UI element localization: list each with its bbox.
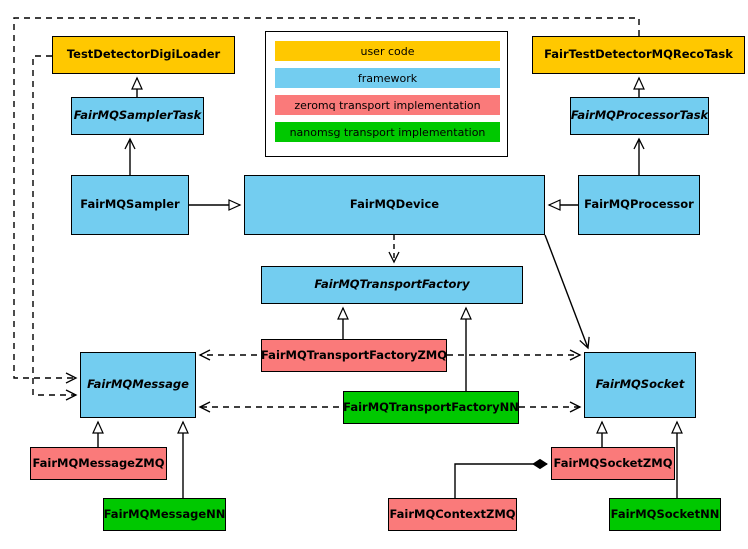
class-node-fairmqsocket[interactable]: FairMQSocket (584, 352, 696, 418)
class-node-fairmqsampler[interactable]: FairMQSampler (71, 175, 189, 235)
class-node-fairmqtransportfactory[interactable]: FairMQTransportFactory (261, 266, 523, 304)
class-node-fairmqprocessortask[interactable]: FairMQProcessorTask (570, 97, 709, 135)
legend-item-framework: framework (275, 68, 500, 88)
legend-item-nanomsg: nanomsg transport implementation (275, 122, 500, 142)
class-node-testdetectordigiloader[interactable]: TestDetectorDigiLoader (52, 36, 235, 74)
class-node-fairmqtransportfactoryzmq[interactable]: FairMQTransportFactoryZMQ (261, 339, 447, 372)
class-node-fairmqmessage[interactable]: FairMQMessage (80, 352, 196, 418)
class-node-fairmqsocketnn[interactable]: FairMQSocketNN (609, 498, 721, 531)
legend-panel: user code framework zeromq transport imp… (265, 31, 508, 157)
legend-item-zeromq: zeromq transport implementation (275, 95, 500, 115)
legend-item-user-code: user code (275, 41, 500, 61)
class-node-fairmqdevice[interactable]: FairMQDevice (244, 175, 545, 235)
class-node-fairtestdetectormqrecotask[interactable]: FairTestDetectorMQRecoTask (532, 36, 745, 74)
class-node-fairmqsocketzmq[interactable]: FairMQSocketZMQ (551, 447, 675, 480)
class-node-fairmqprocessor[interactable]: FairMQProcessor (578, 175, 700, 235)
class-node-fairmqsamplertask[interactable]: FairMQSamplerTask (71, 97, 204, 135)
class-node-fairmqmessagezmq[interactable]: FairMQMessageZMQ (30, 447, 167, 480)
class-node-fairmqcontextzmq[interactable]: FairMQContextZMQ (388, 498, 517, 531)
class-node-fairmqmessagenn[interactable]: FairMQMessageNN (103, 498, 226, 531)
class-node-fairmqtransportfactorynn[interactable]: FairMQTransportFactoryNN (343, 391, 519, 424)
